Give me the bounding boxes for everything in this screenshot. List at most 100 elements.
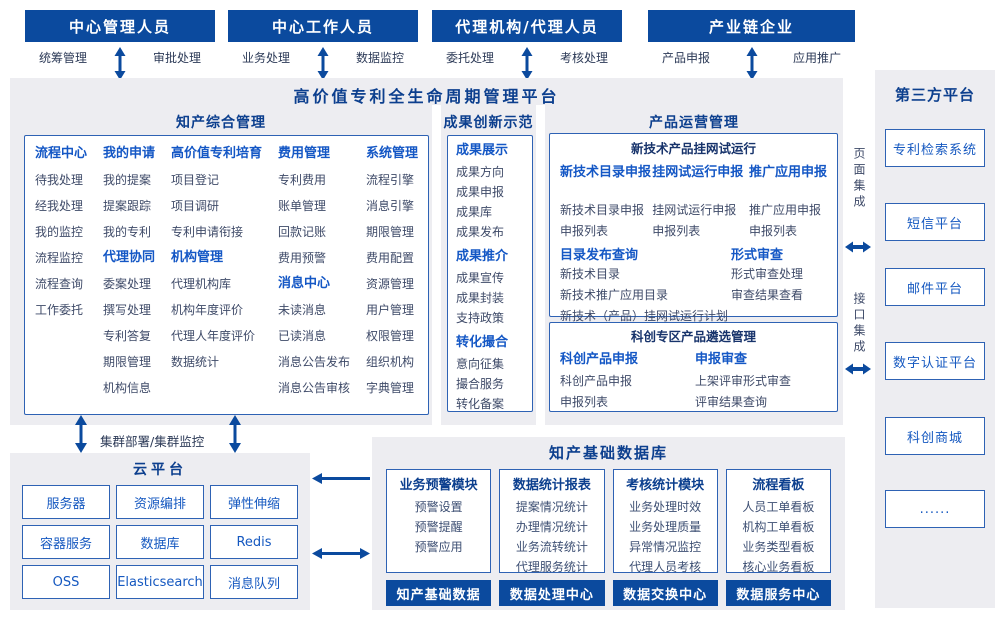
module-item: 办理情况统计	[515, 520, 588, 534]
module-header: 业务预警模块	[399, 478, 478, 493]
menu-item: 消息公告发布	[277, 355, 350, 369]
menu-item: 挂网试运行申报	[652, 203, 737, 217]
role-function: 产品申报	[662, 51, 711, 65]
left-right-arrow-icon	[845, 241, 871, 253]
third-party-box: ......	[885, 490, 985, 528]
group-header: 成果推介	[456, 249, 509, 264]
group-header: 代理协同	[102, 250, 155, 265]
platform-title: 高价值专利全生命周期管理平台	[293, 87, 560, 106]
group-header: 流程中心	[35, 146, 88, 161]
menu-item: 成果库	[456, 205, 493, 219]
group-header: 挂网试运行申报	[652, 165, 744, 180]
module-item: 代理服务统计	[515, 560, 588, 574]
module-item: 业务处理质量	[629, 520, 702, 534]
ip-database-title: 知产基础数据库	[548, 444, 668, 462]
menu-item: 成果发布	[456, 225, 505, 239]
menu-item: 审查结果查看	[731, 288, 804, 302]
menu-item: 回款记账	[277, 225, 326, 239]
left-arrow-icon	[312, 473, 370, 484]
updown-arrow-icon	[114, 47, 126, 80]
group-header: 推广应用申报	[748, 165, 827, 180]
menu-item: 上架评审形式审查	[695, 374, 792, 388]
group-sci-product-declare: 科创产品申报 科创产品申报申报列表	[560, 347, 695, 413]
menu-item: 代理人年度评价	[170, 329, 255, 343]
section-ip-management: 知产综合管理 流程中心 待我处理经我处理我的监控流程监控流程查询工作委托 我的申…	[10, 105, 432, 425]
menu-item: 新技术（产品）挂网试运行计划	[560, 309, 729, 323]
column-cultivation: 高价值专利培育 项目登记项目调研专利申请衔接 机构管理 代理机构库机构年度评价代…	[171, 141, 262, 414]
cloud-service-box: 数据库	[116, 525, 204, 559]
menu-item: 成果封装	[456, 291, 505, 305]
achievement-box: 成果展示 成果方向成果申报成果库成果发布 成果推介 成果宣传成果封装支持政策 转…	[447, 135, 533, 412]
group-catalog-query: 目录发布查询 新技术目录新技术推广应用目录新技术（产品）挂网试运行计划	[560, 242, 731, 327]
module-item: 业务类型看板	[742, 540, 815, 554]
section-title: 产品运营管理	[649, 115, 739, 131]
menu-item: 机构信息	[102, 381, 151, 395]
menu-item: 待我处理	[35, 173, 84, 187]
data-center-bar: 数据处理中心	[499, 580, 605, 606]
group-header: 新技术目录申报	[560, 165, 652, 180]
menu-item: 资源管理	[365, 277, 414, 291]
menu-item: 代理机构库	[170, 277, 231, 291]
third-party-box: 邮件平台	[885, 268, 985, 306]
third-party-panel: 第三方平台 专利检索系统 短信平台 邮件平台 数字认证平台 科创商城 .....…	[875, 70, 995, 608]
group-header: 系统管理	[365, 146, 418, 161]
platform-panel: 高价值专利全生命周期管理平台 知产综合管理 流程中心 待我处理经我处理我的监控流…	[10, 78, 843, 425]
group-header: 机构管理	[170, 250, 223, 265]
section-achievement: 成果创新示范 成果展示 成果方向成果申报成果库成果发布 成果推介 成果宣传成果封…	[441, 105, 536, 425]
updown-arrow-icon	[521, 47, 533, 80]
module-item: 预警应用	[414, 540, 463, 554]
module-header: 流程看板	[752, 478, 805, 493]
cloud-service-box: Elasticsearch	[116, 565, 204, 599]
data-center-bar: 知产基础数据	[386, 580, 492, 606]
cloud-service-box: Redis	[210, 525, 298, 559]
menu-item: 数据统计	[170, 355, 219, 369]
interface-integration-label: 接口集成	[852, 292, 866, 356]
selection-management-box: 科创专区产品遴选管理 科创产品申报 科创产品申报申报列表 申报审查 上架评审形式…	[549, 322, 838, 412]
module-item: 预警提醒	[414, 520, 463, 534]
group-formal-review: 形式审查 形式审查处理审查结果查看	[731, 242, 827, 327]
third-party-box: 科创商城	[885, 417, 985, 455]
menu-item: 评审结果查询	[695, 395, 768, 409]
module-header: 考核统计模块	[626, 478, 705, 493]
role-title: 产业链企业	[648, 10, 855, 42]
group-header: 我的申请	[102, 146, 155, 161]
menu-item: 费用配置	[365, 251, 414, 265]
ip-database-panel: 知产基础数据库 业务预警模块 预警设置预警提醒预警应用 数据统计报表 提案情况统…	[372, 437, 845, 610]
menu-item: 期限管理	[102, 355, 151, 369]
role-title: 中心工作人员	[228, 10, 418, 42]
menu-item: 推广应用申报	[748, 203, 821, 217]
menu-item: 支持政策	[456, 311, 505, 325]
role-function: 应用推广	[792, 51, 841, 65]
menu-item: 意向征集	[456, 357, 505, 371]
cloud-service-box: OSS	[22, 565, 110, 599]
role-group-center-manager: 中心管理人员 统筹管理 审批处理	[25, 10, 215, 80]
menu-item: 专利申请衔接	[170, 225, 243, 239]
column-flow-center: 流程中心 待我处理经我处理我的监控流程监控流程查询工作委托	[35, 141, 87, 414]
group-header: 费用管理	[277, 146, 330, 161]
column-system: 系统管理 流程引擎消息引擎期限管理费用配置资源管理用户管理权限管理组织机构字典管…	[366, 141, 418, 414]
menu-item: 我的提案	[102, 173, 151, 187]
menu-item: 费用预警	[277, 251, 326, 265]
cloud-service-box: 弹性伸缩	[210, 485, 298, 519]
subbox-title: 科创专区产品遴选管理	[630, 329, 756, 344]
updown-arrow-icon	[75, 415, 87, 453]
menu-item: 申报列表	[748, 224, 797, 238]
cloud-service-box: 资源编排	[116, 485, 204, 519]
menu-item: 转化备案	[456, 397, 505, 411]
data-center-bar: 数据交换中心	[612, 580, 718, 606]
updown-arrow-icon	[746, 47, 757, 80]
menu-item: 字典管理	[365, 381, 414, 395]
db-module-warning: 业务预警模块 预警设置预警提醒预警应用	[386, 469, 492, 573]
menu-item: 未读消息	[277, 303, 326, 317]
menu-item: 权限管理	[365, 329, 414, 343]
menu-item: 用户管理	[365, 303, 414, 317]
page-integration-label: 页面集成	[852, 147, 866, 211]
menu-item: 账单管理	[277, 199, 326, 213]
menu-item: 新技术目录申报	[560, 203, 645, 217]
role-group-center-staff: 中心工作人员 业务处理 数据监控	[228, 10, 418, 80]
role-title: 代理机构/代理人员	[432, 10, 622, 42]
cluster-label: 集群部署/集群监控	[100, 434, 205, 449]
group-header: 转化撮合	[456, 335, 509, 350]
module-item: 人员工单看板	[742, 500, 815, 514]
